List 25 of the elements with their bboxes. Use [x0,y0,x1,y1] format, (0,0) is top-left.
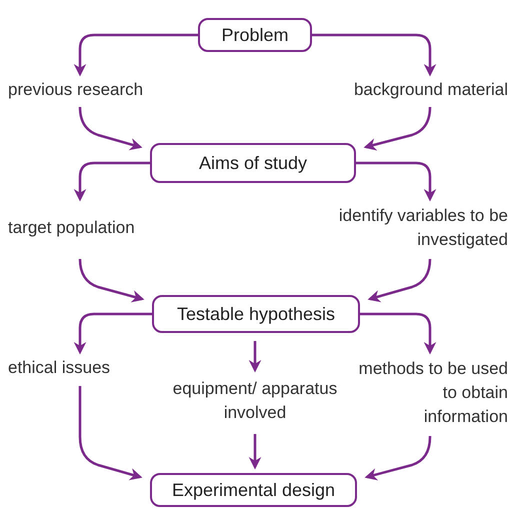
step-text: background material [312,78,508,102]
arrow [364,436,432,480]
arrow [364,106,432,151]
arrow [78,258,144,302]
step-text: previous research [8,78,183,102]
step-text: methods to be used to obtain information [358,356,508,430]
arrow [74,312,152,354]
arrow [74,34,198,76]
step-text: target population [8,203,138,253]
arrow [78,106,142,150]
arrow [248,341,262,372]
process-box: Aims of study [150,143,356,183]
arrow [248,434,262,470]
arrow [368,258,432,302]
step-text: identify variables to be investigated [318,203,508,253]
process-box: Testable hypothesis [152,295,360,333]
arrow [78,386,142,480]
arrow [360,312,436,354]
arrow [312,34,436,76]
process-box: Problem [198,18,312,52]
process-box: Experimental design [150,473,357,507]
arrow [74,162,150,202]
step-text: ethical issues [8,356,148,380]
step-text: equipment/ apparatus involved [158,376,352,426]
arrow [356,162,436,202]
